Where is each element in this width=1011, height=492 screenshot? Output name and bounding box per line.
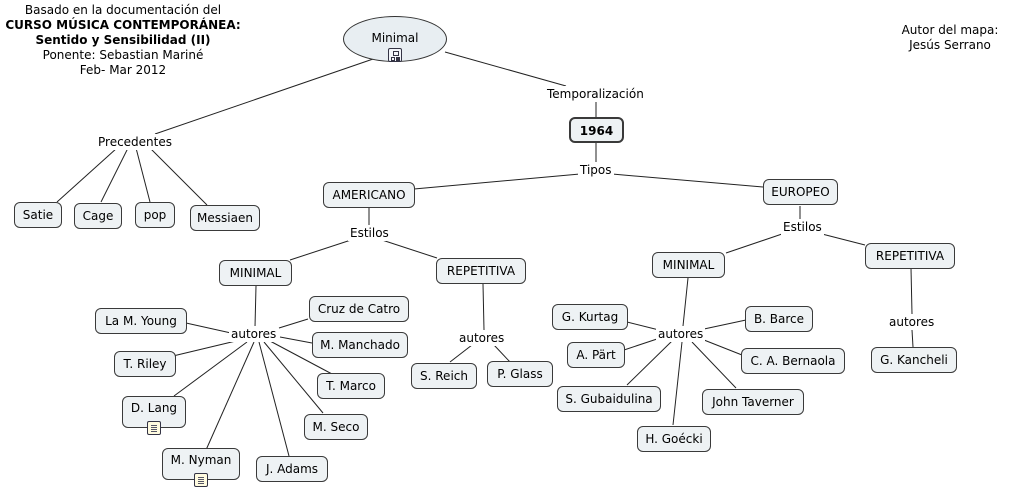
node-adams[interactable]: J. Adams — [256, 456, 328, 482]
node-marco[interactable]: T. Marco — [317, 373, 385, 399]
link-temporalizacion: Temporalización — [545, 86, 646, 102]
node-barce[interactable]: B. Barce — [745, 306, 813, 332]
author-label: Autor del mapa: — [901, 23, 999, 37]
lang-document-icon[interactable] — [147, 421, 161, 435]
link-autores-eu-min: autores — [656, 326, 706, 342]
course-subtitle: Sentido y Sensibilidad (II) — [35, 33, 211, 47]
nyman-document-icon[interactable] — [194, 473, 208, 487]
node-glass[interactable]: P. Glass — [487, 361, 553, 387]
course-title: CURSO MÚSICA CONTEMPORÁNEA: — [5, 18, 241, 32]
node-kurtag[interactable]: G. Kurtag — [552, 304, 628, 330]
link-autores-am-rep: autores — [457, 330, 507, 346]
node-part[interactable]: A. Pärt — [567, 342, 625, 368]
node-riley[interactable]: T. Riley — [114, 351, 176, 377]
node-goecki[interactable]: H. Goécki — [637, 426, 711, 452]
node-repetitiva-am[interactable]: REPETITIVA — [436, 258, 526, 284]
dates: Feb- Mar 2012 — [79, 63, 167, 77]
node-catro[interactable]: Cruz de Catro — [309, 296, 409, 322]
link-estilos-am: Estilos — [348, 225, 391, 241]
node-reich[interactable]: S. Reich — [411, 363, 477, 389]
node-seco[interactable]: M. Seco — [304, 414, 368, 440]
author-note: Autor del mapa: Jesús Serrano — [890, 23, 1010, 53]
root-label: Minimal — [371, 31, 419, 45]
node-la-young[interactable]: La M. Young — [95, 308, 187, 334]
link-autores-eu-rep: autores — [887, 314, 937, 330]
node-1964[interactable]: 1964 — [569, 117, 624, 143]
node-nyman[interactable]: M. Nyman — [162, 448, 240, 480]
node-kancheli[interactable]: G. Kancheli — [871, 347, 957, 373]
link-tipos: Tipos — [578, 162, 614, 178]
node-americano[interactable]: AMERICANO — [323, 182, 415, 208]
speaker: Ponente: Sebastian Mariné — [42, 48, 204, 62]
author-name: Jesús Serrano — [909, 38, 991, 52]
link-precedentes: Precedentes — [96, 134, 175, 150]
node-satie[interactable]: Satie — [14, 202, 62, 228]
node-minimal-eu[interactable]: MINIMAL — [652, 252, 725, 278]
source-note: Basado en la documentación del CURSO MÚS… — [0, 3, 246, 78]
node-minimal-am[interactable]: MINIMAL — [219, 260, 292, 286]
node-taverner[interactable]: John Taverner — [702, 389, 804, 415]
submap-icon[interactable] — [388, 48, 402, 62]
node-europeo[interactable]: EUROPEO — [763, 179, 838, 205]
link-autores-am-min: autores — [229, 326, 279, 342]
node-manchado[interactable]: M. Manchado — [312, 332, 408, 358]
node-messiaen[interactable]: Messiaen — [190, 205, 260, 231]
node-gubaidulina[interactable]: S. Gubaidulina — [557, 386, 661, 412]
node-cage[interactable]: Cage — [74, 203, 122, 229]
source-line-1: Basado en la documentación del — [24, 3, 222, 17]
node-pop[interactable]: pop — [135, 202, 175, 228]
node-repetitiva-eu[interactable]: REPETITIVA — [865, 243, 955, 269]
link-estilos-eu: Estilos — [781, 219, 824, 235]
node-bernaola[interactable]: C. A. Bernaola — [741, 348, 845, 374]
